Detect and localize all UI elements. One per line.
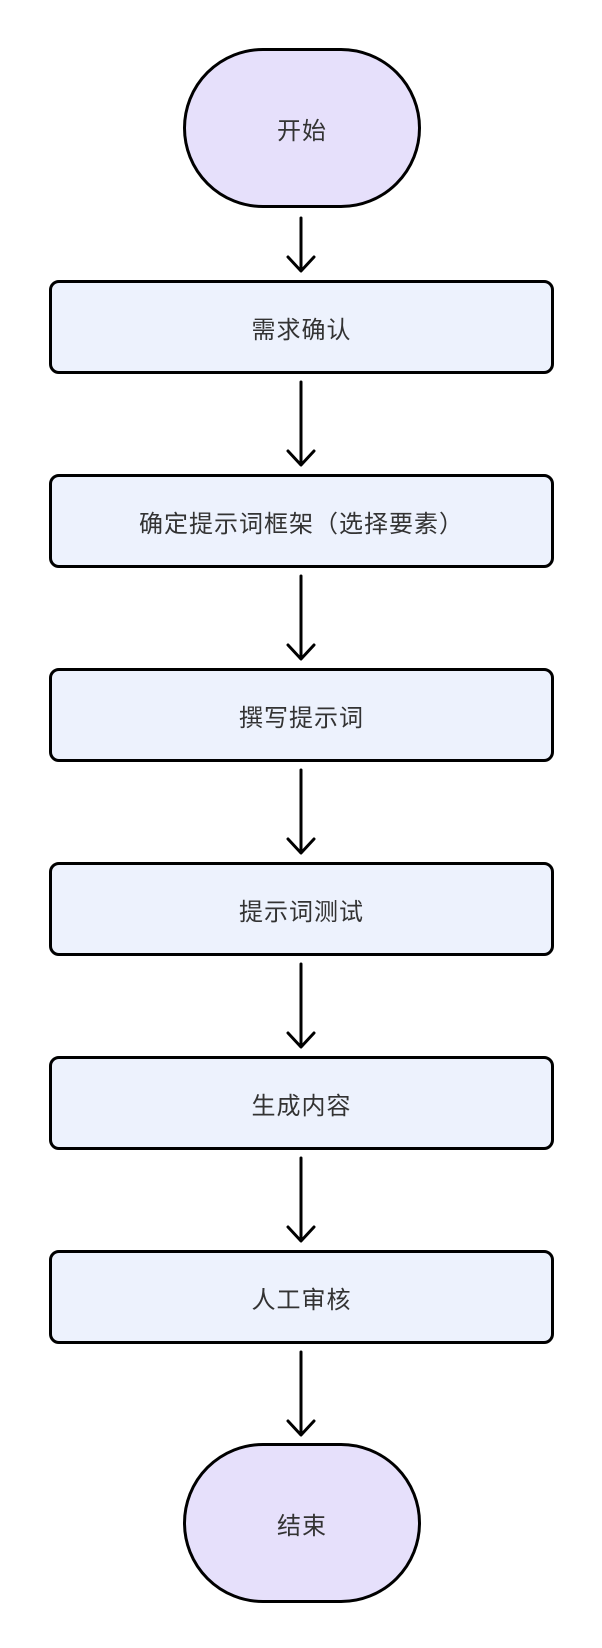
arrow-start-to-step1 [286, 216, 316, 273]
arrow-step5-to-step6 [286, 1156, 316, 1243]
arrow-step4-to-step5 [286, 962, 316, 1049]
end-node: 结束 [183, 1443, 421, 1603]
step-label: 生成内容 [251, 1091, 352, 1120]
step-define-prompt-framework: 确定提示词框架（选择要素） [49, 474, 554, 568]
arrow-step6-to-end [286, 1350, 316, 1437]
arrow-step3-to-step4 [286, 768, 316, 855]
step-label: 撰写提示词 [239, 703, 364, 732]
step-generate-content: 生成内容 [49, 1056, 554, 1150]
step-label: 人工审核 [251, 1285, 352, 1314]
step-write-prompt: 撰写提示词 [49, 668, 554, 762]
start-label: 开始 [277, 116, 327, 145]
step-label: 需求确认 [251, 315, 352, 344]
end-label: 结束 [277, 1511, 327, 1540]
arrow-step2-to-step3 [286, 574, 316, 661]
step-test-prompt: 提示词测试 [49, 862, 554, 956]
start-node: 开始 [183, 48, 421, 208]
step-label: 提示词测试 [239, 897, 364, 926]
arrow-step1-to-step2 [286, 380, 316, 467]
step-human-review: 人工审核 [49, 1250, 554, 1344]
step-label: 确定提示词框架（选择要素） [139, 509, 464, 538]
step-requirement-confirmation: 需求确认 [49, 280, 554, 374]
